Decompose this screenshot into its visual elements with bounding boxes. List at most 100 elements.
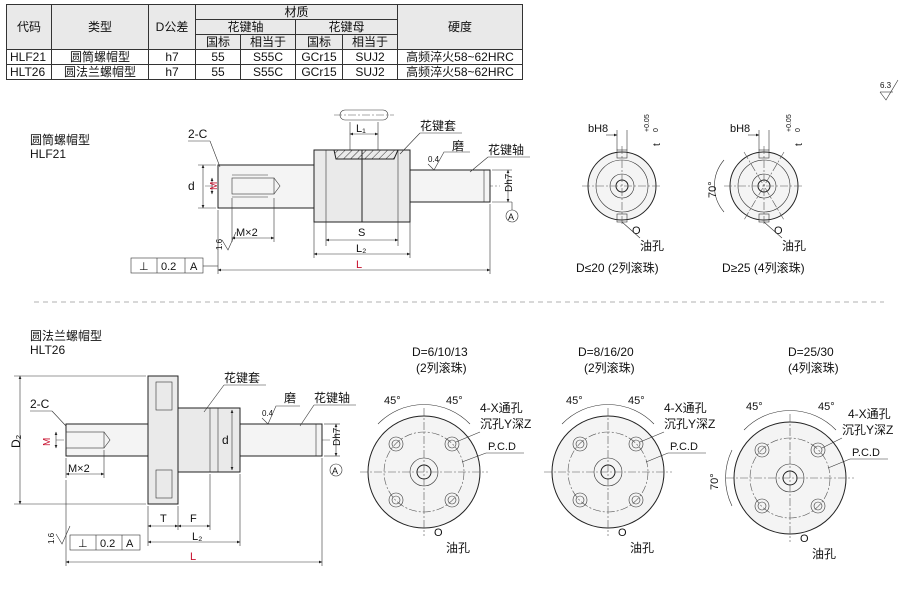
top-code: HLF21 xyxy=(30,147,66,161)
perpendicularity-frame: ⊥ 0.2 A xyxy=(130,257,218,274)
bot-M: M xyxy=(42,438,53,446)
cell-nut-eq: SUJ2 xyxy=(342,49,398,65)
fv2-45b: 45° xyxy=(628,395,645,407)
fv2-pcd: P.C.D xyxy=(670,441,698,453)
top-grind-label: 磨 xyxy=(452,139,464,153)
fv1-title: D=6/10/13 xyxy=(412,345,468,359)
flange-view-3: D=25/30 (4列滚珠) 45° 45° 70° 4-X通孔 沉孔Y深Z P… xyxy=(709,345,893,561)
bot-datum-A: A xyxy=(332,466,338,476)
top-L: L xyxy=(356,259,362,271)
fv3-pcd: P.C.D xyxy=(852,447,880,459)
fv2-45a: 45° xyxy=(566,395,583,407)
top-title: 圆筒螺帽型 xyxy=(30,132,90,147)
view2-O: O xyxy=(774,225,783,237)
flange-view-2: D=8/16/20 (2列滚珠) 45° 45° 4-X通孔 沉孔Y深Z P.C… xyxy=(544,345,715,555)
table-row: HLF21 圆筒螺帽型 h7 55 S55C GCr15 SUJ2 高频淬火58… xyxy=(6,49,523,65)
bot-shaft-label: 花键轴 xyxy=(314,390,350,405)
fv3-cbore: 沉孔Y深Z xyxy=(842,423,893,437)
bot-chamfer: 2-C xyxy=(30,397,50,411)
view1-bH8: bH8 xyxy=(588,123,608,135)
fv3-70deg: 70° xyxy=(709,473,721,490)
bot-roughness: 1.6 xyxy=(47,532,56,544)
col-shaft-gb: 国标 xyxy=(195,34,241,50)
view2-bH8: bH8 xyxy=(730,123,750,135)
cell-hardness: 高频淬火58~62HRC xyxy=(397,49,523,65)
cell-shaft-gb: 55 xyxy=(195,64,241,80)
fv1-sub: (2列滚珠) xyxy=(416,360,467,375)
bot-tol-symbol: ⊥ xyxy=(78,538,88,550)
section-view-2row xyxy=(582,146,662,226)
top-grind-val: 0.4 xyxy=(428,155,440,164)
roughness-symbol-left: 1.6 xyxy=(215,231,237,251)
cell-type: 圆法兰螺帽型 xyxy=(51,64,149,80)
cell-hardness: 高频淬火58~62HRC xyxy=(397,64,523,80)
view2-70deg: 70° xyxy=(707,181,719,198)
fv3-45a: 45° xyxy=(746,401,763,413)
roughness-symbol-bottom: 1.6 xyxy=(47,525,71,545)
view1-tol: +0.05 xyxy=(644,114,651,132)
tol-ref: A xyxy=(190,261,198,273)
cell-tol: h7 xyxy=(148,64,196,80)
view2-caption: D≥25 (4列滚珠) xyxy=(722,260,805,275)
cell-shaft-eq: S55C xyxy=(240,49,296,65)
bot-tol-ref: A xyxy=(126,538,134,550)
view1-caption: D≤20 (2列滚珠) xyxy=(576,260,659,275)
top-Dh7: Dh7 xyxy=(504,173,515,192)
top-M-label: M xyxy=(209,182,220,190)
perpendicularity-frame-bottom: ⊥ 0.2 A xyxy=(69,534,141,551)
top-L2: L₂ xyxy=(356,243,366,255)
fv1-holes: 4-X通孔 xyxy=(480,401,523,415)
view2-t: t xyxy=(794,143,805,146)
spec-table: 代码 类型 D公差 材质 硬度 花键轴 花键母 国标 相当于 国标 相当于 HL… xyxy=(6,4,523,80)
bot-Dh7: Dh7 xyxy=(332,427,343,446)
bot-T: T xyxy=(160,513,167,525)
col-hardness: 硬度 xyxy=(397,4,523,50)
bot-F: F xyxy=(190,513,197,525)
fv3-holes: 4-X通孔 xyxy=(848,407,891,421)
bot-tol-value: 0.2 xyxy=(100,538,115,550)
col-code: 代码 xyxy=(6,4,52,50)
flange-view-1: D=6/10/13 (2列滚珠) 45° 45° 4-X通孔 沉孔Y深Z P.C… xyxy=(360,345,531,555)
view1-tol0: 0 xyxy=(653,128,660,132)
bot-Mx2: M×2 xyxy=(68,463,90,475)
bot-d: d xyxy=(222,433,229,447)
top-chamfer: 2-C xyxy=(188,127,208,141)
fv3-sub: (4列滚珠) xyxy=(788,360,839,375)
cell-nut-gb: GCr15 xyxy=(295,64,343,80)
tol-value: 0.2 xyxy=(161,261,176,273)
fv3-45b: 45° xyxy=(818,401,835,413)
hlf21-side-view xyxy=(205,109,500,223)
view1-O: O xyxy=(632,225,641,237)
col-nut-eq: 相当于 xyxy=(342,34,398,50)
bot-code: HLT26 xyxy=(30,343,65,357)
view2-tol0: 0 xyxy=(795,128,802,132)
bot-grind-label: 磨 xyxy=(284,391,296,405)
cell-shaft-eq: S55C xyxy=(240,64,296,80)
top-L1: L₁ xyxy=(356,123,366,135)
fv1-O: O xyxy=(434,527,443,539)
section-view-4row xyxy=(724,146,804,226)
view1-t: t xyxy=(652,143,663,146)
fv1-oil: 油孔 xyxy=(446,541,470,555)
fv1-cbore: 沉孔Y深Z xyxy=(480,417,531,431)
top-datum-A: A xyxy=(508,212,514,222)
top-shaft-label: 花键轴 xyxy=(488,142,524,157)
cell-code: HLF21 xyxy=(6,49,52,65)
fv2-holes: 4-X通孔 xyxy=(664,401,707,415)
fv1-45a: 45° xyxy=(384,395,401,407)
fv3-O: O xyxy=(800,533,809,545)
view2-tol: +0.05 xyxy=(786,114,793,132)
top-S: S xyxy=(358,227,365,239)
fv3-title: D=25/30 xyxy=(788,345,834,359)
col-nut: 花键母 xyxy=(295,19,398,35)
bot-L: L xyxy=(190,551,196,563)
top-sleeve-label: 花键套 xyxy=(420,118,456,133)
view1-oil: 油孔 xyxy=(640,239,664,253)
fv2-title: D=8/16/20 xyxy=(578,345,634,359)
bot-L2: L₂ xyxy=(192,531,202,543)
tol-symbol: ⊥ xyxy=(139,261,149,273)
top-d-label: d xyxy=(188,179,195,193)
fv2-cbore: 沉孔Y深Z xyxy=(664,417,715,431)
fv1-45b: 45° xyxy=(446,395,463,407)
